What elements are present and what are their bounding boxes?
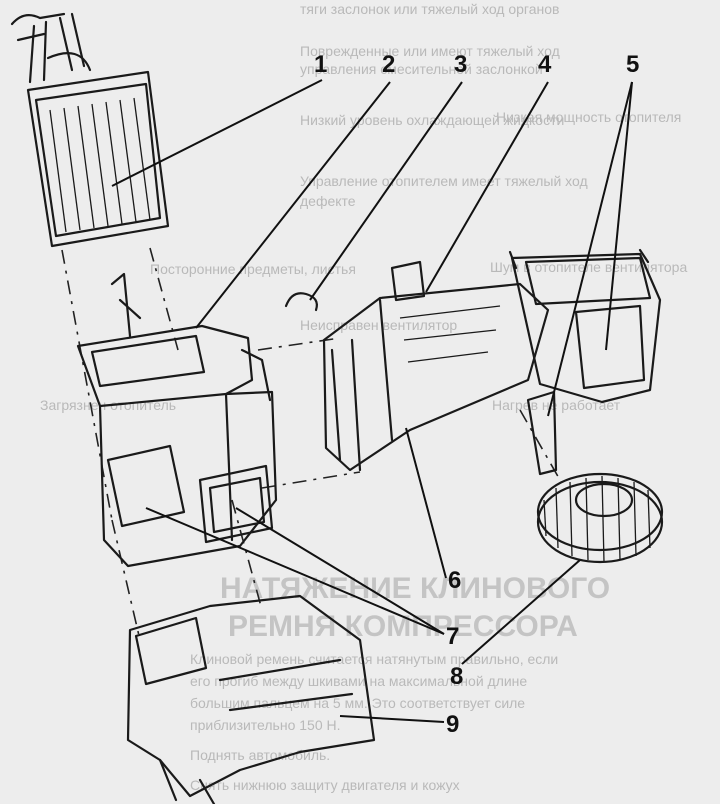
callout-6: 6: [448, 567, 461, 594]
callout-4: 4: [538, 51, 552, 78]
heater-core: [10, 12, 170, 248]
callout-3: 3: [454, 51, 467, 78]
bg-line-6: Посторонние предметы, листья: [150, 261, 356, 277]
callout-9: 9: [446, 711, 459, 738]
blower-fan: [536, 472, 664, 564]
bg-body-5: Снять нижнюю защиту двигателя и кожух: [190, 777, 460, 793]
callout-labels: 1 2 3 4 5 6 7 8 9: [314, 51, 639, 738]
callout-5: 5: [626, 51, 639, 78]
bg-line-4: Управление отопителем имеет тяжелый ход: [300, 173, 588, 189]
bg-line-7: Неисправен вентилятор: [300, 317, 457, 333]
leader-lines: [111, 79, 633, 723]
bg-line-11: Низкая мощность отопителя: [496, 109, 681, 125]
bg-line-10: Нагрев не работает: [492, 397, 621, 413]
callout-1: 1: [314, 51, 327, 78]
bg-line-5: дефекте: [300, 193, 356, 209]
lower-duct: [126, 594, 376, 804]
callout-2: 2: [382, 51, 395, 78]
background-text: Поврежденные или имеют тяжелый ход тяги …: [40, 1, 687, 793]
bg-body-0: Клиновой ремень считается натянутым прав…: [190, 651, 558, 667]
bg-line-0: Поврежденные или имеют тяжелый ход: [300, 43, 560, 59]
bg-heading-1: НАТЯЖЕНИЕ КЛИНОВОГО: [220, 572, 610, 605]
bg-body-3: приблизительно 150 Н.: [190, 717, 341, 733]
bg-body-4: Поднять автомобиль.: [190, 747, 330, 763]
bg-line-1: тяги заслонок или тяжелый ход органов: [300, 1, 559, 17]
blower-housing: [508, 248, 662, 476]
heater-housing: [76, 272, 278, 568]
bg-body-1: его прогиб между шкивами на максимальной…: [190, 673, 527, 689]
assembly-dash-lines: [61, 247, 561, 641]
bg-heading-2: РЕМНЯ КОМПРЕССОРА: [228, 610, 578, 643]
bg-line-3: Низкий уровень охлаждающей жидкости: [300, 112, 564, 128]
clip: [284, 292, 318, 312]
air-duct: [322, 260, 550, 472]
callout-8: 8: [450, 663, 463, 690]
bg-body-2: большим пальцем на 5 мм. Это соответству…: [190, 695, 525, 711]
callout-7: 7: [446, 623, 459, 650]
bg-line-2: управления смесительной заслонкой: [300, 61, 543, 77]
bg-line-9: Шум в отопителе вентилятора: [490, 259, 687, 275]
